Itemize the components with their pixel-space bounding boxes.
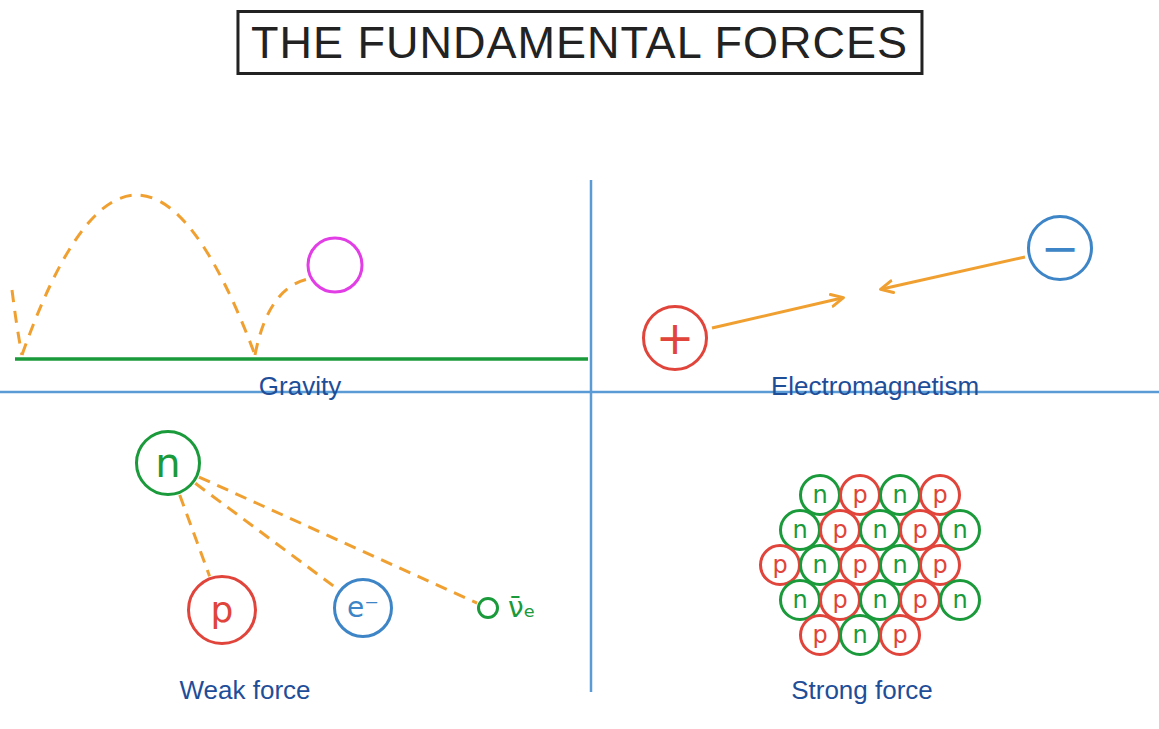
divider-line [0,391,1159,394]
divider-line [590,180,593,692]
particle-label: n [812,553,827,577]
particle-label: n [872,588,887,612]
particle-label: n [952,588,967,612]
particle-label: n [952,518,967,542]
particle-label: p [852,553,867,577]
charge-circle: − [1027,215,1093,281]
bounce-path [12,290,22,355]
particle-label: + [656,315,695,361]
particle-label: n [892,483,907,507]
particle-circle: ν̄ₑ [477,597,499,619]
nucleon-circle: p [879,614,921,656]
particle-label: n [852,623,867,647]
ground-line [15,357,588,361]
particle-label: n [155,443,180,483]
particle-label: p [832,588,847,612]
particle-label: n [872,518,887,542]
force-arrow [882,257,1025,289]
particle-label: e⁻ [347,594,379,622]
decay-line [180,495,210,576]
nucleon-circle: p [799,614,841,656]
particle-label: p [772,553,787,577]
particle-label: n [892,553,907,577]
ball [308,238,362,292]
particle-circle: p [187,575,257,645]
particle-circle: e⁻ [333,578,393,638]
charge-circle: + [642,305,708,371]
quadrant-label: Gravity [259,372,341,401]
quadrant-label: Electromagnetism [771,372,979,401]
particle-label: − [1041,225,1080,271]
particle-circle: n [135,430,201,496]
particle-label: n [792,588,807,612]
particle-label: n [792,518,807,542]
nucleon-circle: n [839,614,881,656]
quadrant-label: Strong force [791,676,933,705]
nucleon-circle: n [939,579,981,621]
particle-label: n [812,483,827,507]
force-arrow [712,298,842,328]
particle-label: p [812,623,827,647]
particle-label: p [912,588,927,612]
particle-label: p [892,623,907,647]
quadrant-label: Weak force [179,676,310,705]
title-box: THE FUNDAMENTAL FORCES [236,10,923,75]
bounce-path [255,279,308,355]
particle-label: p [852,483,867,507]
particle-label: p [832,518,847,542]
particle-label: p [211,592,234,628]
bounce-path [22,195,255,355]
particle-label: p [932,553,947,577]
particle-label: p [932,483,947,507]
particle-label: ν̄ₑ [508,594,535,622]
particle-label: p [912,518,927,542]
decay-line [195,483,338,589]
diagram-title: THE FUNDAMENTAL FORCES [251,17,908,68]
